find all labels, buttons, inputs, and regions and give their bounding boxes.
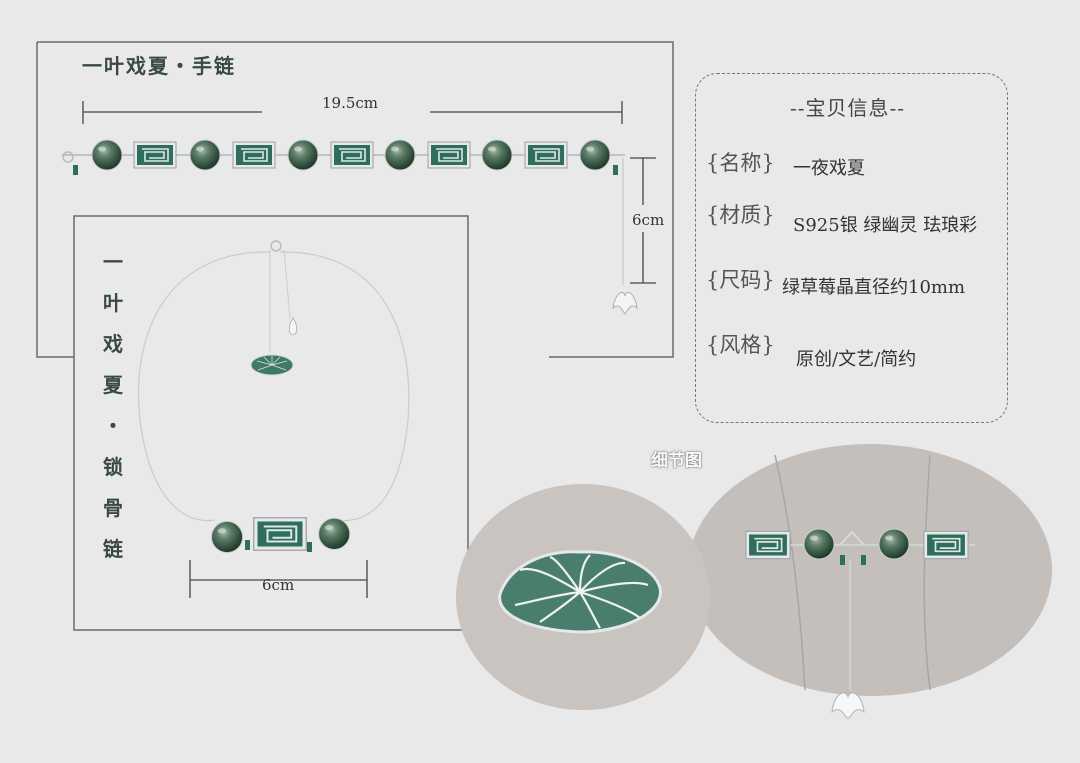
detail-right-circle: [688, 444, 1052, 720]
necklace-width-dimension: [189, 560, 368, 598]
info-label-size: {尺码}: [706, 268, 775, 292]
info-label-material: {材质}: [706, 203, 775, 227]
necklace-width-label: 6cm: [262, 576, 295, 594]
info-value-material: S925银 绿幽灵 珐琅彩: [793, 215, 978, 236]
detail-title: 细节图: [651, 451, 702, 471]
collarbone-frame: [73, 215, 469, 631]
info-value-name: 一夜戏夏: [793, 158, 865, 179]
info-label-style: {风格}: [706, 333, 775, 357]
title-char: 链: [103, 537, 123, 561]
title-char: 夏: [103, 373, 123, 397]
lotus-leaf-pendant-icon: [250, 354, 294, 376]
bracelet-drop-label: 6cm: [632, 211, 665, 229]
detail-left-circle: [456, 484, 710, 710]
info-value-size: 绿草莓晶直径约10mm: [782, 277, 966, 298]
bracelet-length-dimension: [82, 101, 623, 124]
title-char: ・: [103, 414, 123, 438]
bracelet-frame: [36, 41, 674, 358]
necklace-illustration: [137, 240, 410, 554]
bracelet-title: 一叶戏夏・手链: [82, 54, 236, 78]
info-label-name: {名称}: [706, 151, 775, 175]
title-char: 戏: [103, 332, 123, 356]
bracelet-length-label: 19.5cm: [322, 94, 379, 112]
title-char: 骨: [103, 496, 123, 520]
product-info-card: [695, 73, 1008, 423]
tassel-detail-icon: [831, 692, 865, 720]
necklace-vertical-title: 一 叶 戏 夏 ・ 锁 骨 链: [100, 242, 126, 570]
title-char: 锁: [103, 455, 123, 479]
title-char: 一: [103, 250, 123, 274]
title-char: 叶: [103, 291, 123, 315]
info-value-style: 原创/文艺/简约: [796, 349, 917, 370]
enamel-lotus-leaf-icon: [498, 550, 662, 634]
silver-tassel-icon: [612, 292, 638, 315]
bracelet-illustration: [62, 139, 638, 315]
bracelet-drop-dimension: [630, 157, 656, 284]
product-info-title: --宝贝信息--: [790, 96, 906, 120]
